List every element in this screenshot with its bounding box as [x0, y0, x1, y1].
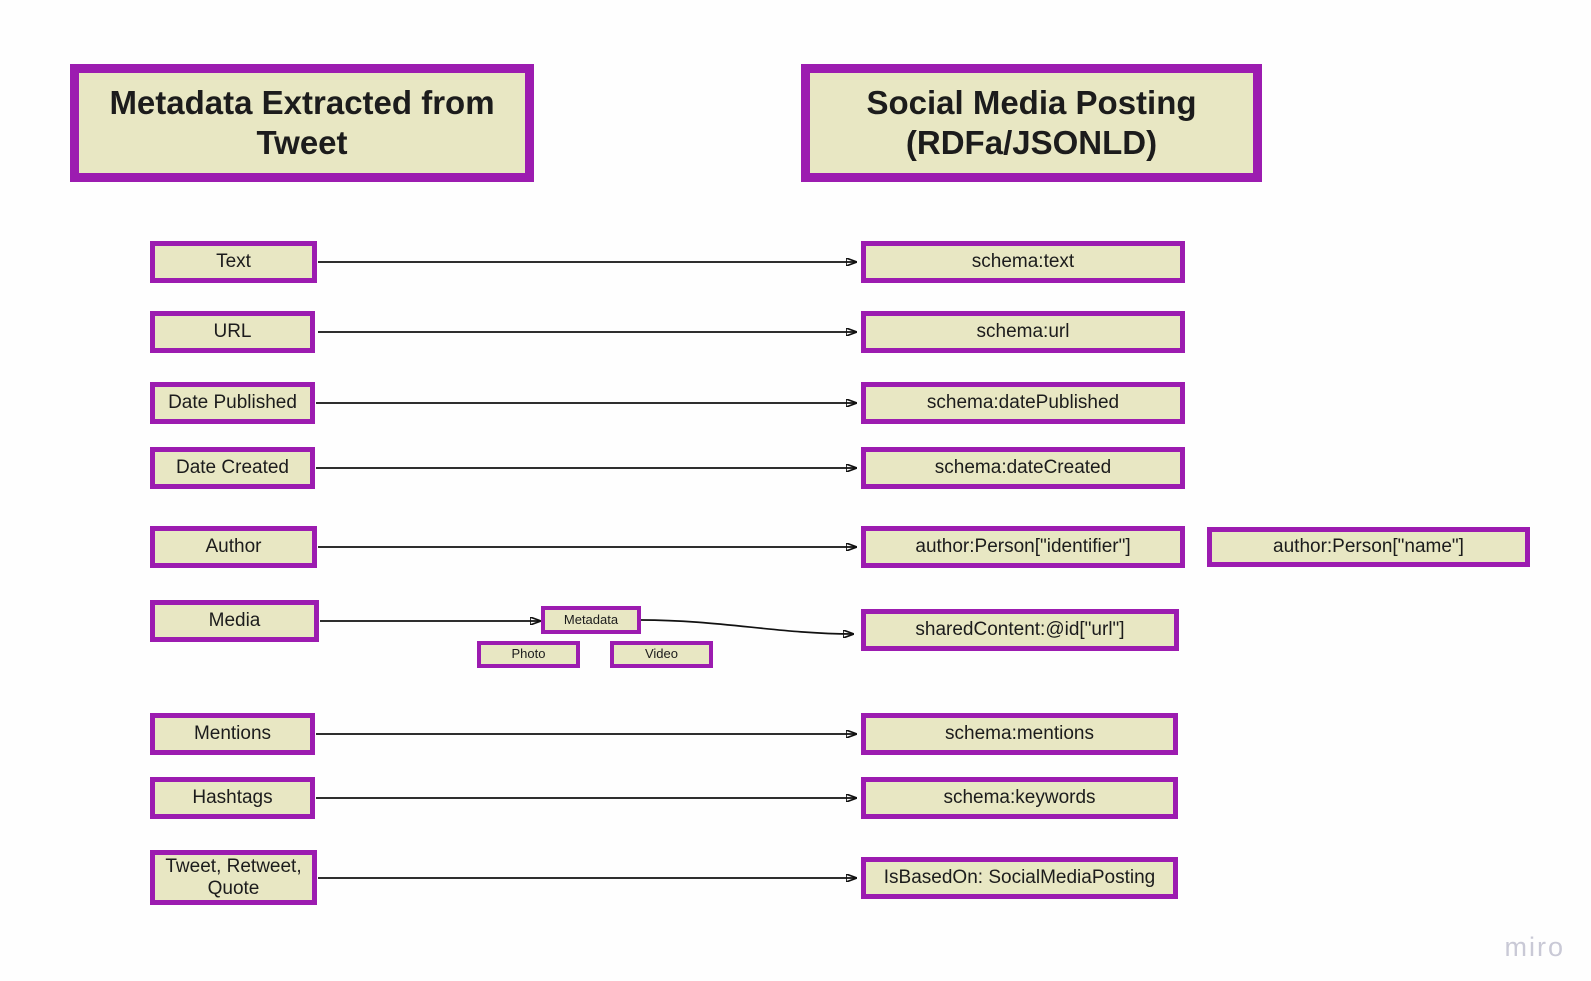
node-schema-url[interactable]: schema:url — [861, 311, 1185, 353]
header-right-social-media-posting: Social Media Posting (RDFa/JSONLD) — [801, 64, 1262, 182]
node-date-created[interactable]: Date Created — [150, 447, 315, 489]
node-url[interactable]: URL — [150, 311, 315, 353]
header-left-metadata-extracted: Metadata Extracted from Tweet — [70, 64, 534, 182]
node-date-published[interactable]: Date Published — [150, 382, 315, 424]
miro-watermark: miro — [1504, 932, 1565, 962]
edge-metadata-to-sharedcontent — [640, 619, 853, 634]
node-tweet-retweet-quote[interactable]: Tweet, Retweet, Quote — [150, 850, 317, 905]
node-schema-mentions[interactable]: schema:mentions — [861, 713, 1178, 755]
node-schema-keywords[interactable]: schema:keywords — [861, 777, 1178, 819]
node-hashtags[interactable]: Hashtags — [150, 777, 315, 819]
node-schema-text[interactable]: schema:text — [861, 241, 1185, 283]
node-author-person-identifier[interactable]: author:Person["identifier"] — [861, 526, 1185, 568]
node-text[interactable]: Text — [150, 241, 317, 283]
node-shared-content[interactable]: sharedContent:@id["url"] — [861, 609, 1179, 651]
node-photo[interactable]: Photo — [477, 641, 580, 668]
node-is-based-on[interactable]: IsBasedOn: SocialMediaPosting — [861, 857, 1178, 899]
node-video[interactable]: Video — [610, 641, 713, 668]
node-schema-date-created[interactable]: schema:dateCreated — [861, 447, 1185, 489]
node-author[interactable]: Author — [150, 526, 317, 568]
node-author-person-name[interactable]: author:Person["name"] — [1207, 527, 1530, 567]
node-metadata[interactable]: Metadata — [541, 606, 641, 634]
node-media[interactable]: Media — [150, 600, 319, 642]
node-schema-date-published[interactable]: schema:datePublished — [861, 382, 1185, 424]
node-mentions[interactable]: Mentions — [150, 713, 315, 755]
